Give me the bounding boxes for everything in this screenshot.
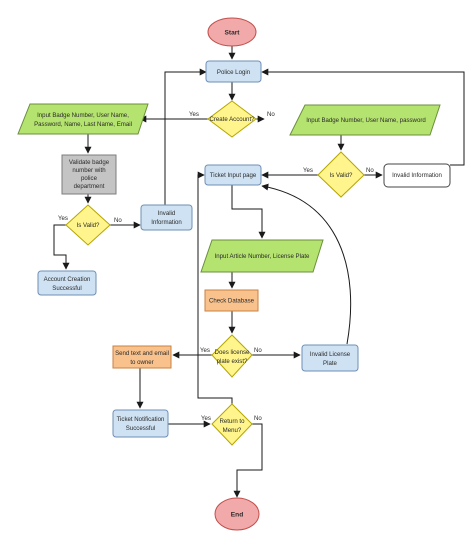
create-account-label: Create Account? [209,116,255,123]
invalid-plate-box [301,344,359,372]
ticket-notification-line2: Successful [126,425,155,432]
edge-return-yes-to-ticket [197,171,233,410]
check-database-label: Check Database [209,298,255,305]
invalid-info-left-line1: Invalid [158,210,176,217]
plate-exist-line2: plate exist? [217,358,248,365]
label-plate-yes: Yes [200,347,210,354]
label-valid-right-no: No [366,167,374,174]
label-valid-right-yes: Yes [303,167,313,174]
start-terminal [207,17,257,47]
input-article-label: Input Article Number, License Plate [215,253,310,260]
end-label: End [231,512,243,519]
edge-invalid-right-to-login [261,68,465,166]
send-text-line2: to owner [130,359,153,366]
create-account-decision [207,100,257,138]
input-badge-full-line2: Password, Name, Last Name, Email [34,121,132,128]
connectors [53,46,465,498]
plate-exist-decision [211,334,253,378]
police-login-box [205,60,262,83]
input-badge-login-io [289,104,441,136]
invalid-plate-line1: Invalid License [310,351,351,358]
end-terminal [214,497,260,531]
input-badge-full-io [17,103,149,135]
validate-badge-line3: police [81,175,98,182]
ticket-input-label: Ticket Input page [210,172,257,179]
return-menu-decision [211,403,253,446]
input-article-io [200,239,324,273]
edge-return-no-to-end [233,423,263,498]
return-menu-line2: Menu? [223,427,242,434]
nodes: Start Police Login Create Account? Input… [17,17,451,531]
validate-badge-line4: department [74,183,105,190]
edge-invalid-to-login [164,68,207,205]
is-valid-right-label: Is Valid? [330,172,354,179]
police-login-label: Police Login [217,69,250,76]
is-valid-left-decision [65,204,111,246]
ticket-notification-line1: Ticket Notification [117,416,165,423]
label-valid-left-no: No [114,217,122,224]
invalid-info-right-box [383,163,451,188]
invalid-info-left-box [140,204,193,231]
invalid-plate-line2: Plate [323,360,338,367]
input-badge-full-line1: Input Badge Number, User Name, [37,112,129,119]
account-created-line1: Account Creation [44,276,91,283]
input-badge-login-label: Input Badge Number, User Name, password [306,117,426,124]
label-return-yes: Yes [201,415,211,422]
start-label: Start [224,30,240,37]
edge-invalidplate-to-ticket [261,183,352,345]
edge-isvalid-yes [53,224,70,270]
plate-exist-line1: Does license [215,349,250,356]
validate-badge-box [61,154,117,195]
send-text-line1: Send text and email [115,350,169,357]
label-create-yes: Yes [189,111,199,118]
is-valid-right-decision [317,151,365,198]
account-created-line2: Successful [52,285,81,292]
label-valid-left-yes: Yes [58,215,68,222]
invalid-info-right-label: Invalid Information [392,172,442,179]
label-plate-no: No [254,347,262,354]
validate-badge-line2: number with [72,167,105,174]
label-create-no: No [267,111,275,118]
edge-ticket-to-article [231,185,266,239]
ticket-input-box [204,164,262,186]
send-text-box [112,345,172,369]
label-return-no: No [254,415,262,422]
is-valid-left-label: Is Valid? [77,222,101,229]
account-created-box [37,270,97,296]
check-database-box [204,289,259,312]
return-menu-line1: Return to [219,418,245,425]
ticket-notification-box [112,409,169,438]
invalid-info-left-line2: Information [151,219,181,226]
validate-badge-line1: Validate badge [69,159,110,166]
edge-labels: Yes No Yes No Yes No Yes No Yes No [58,111,374,422]
